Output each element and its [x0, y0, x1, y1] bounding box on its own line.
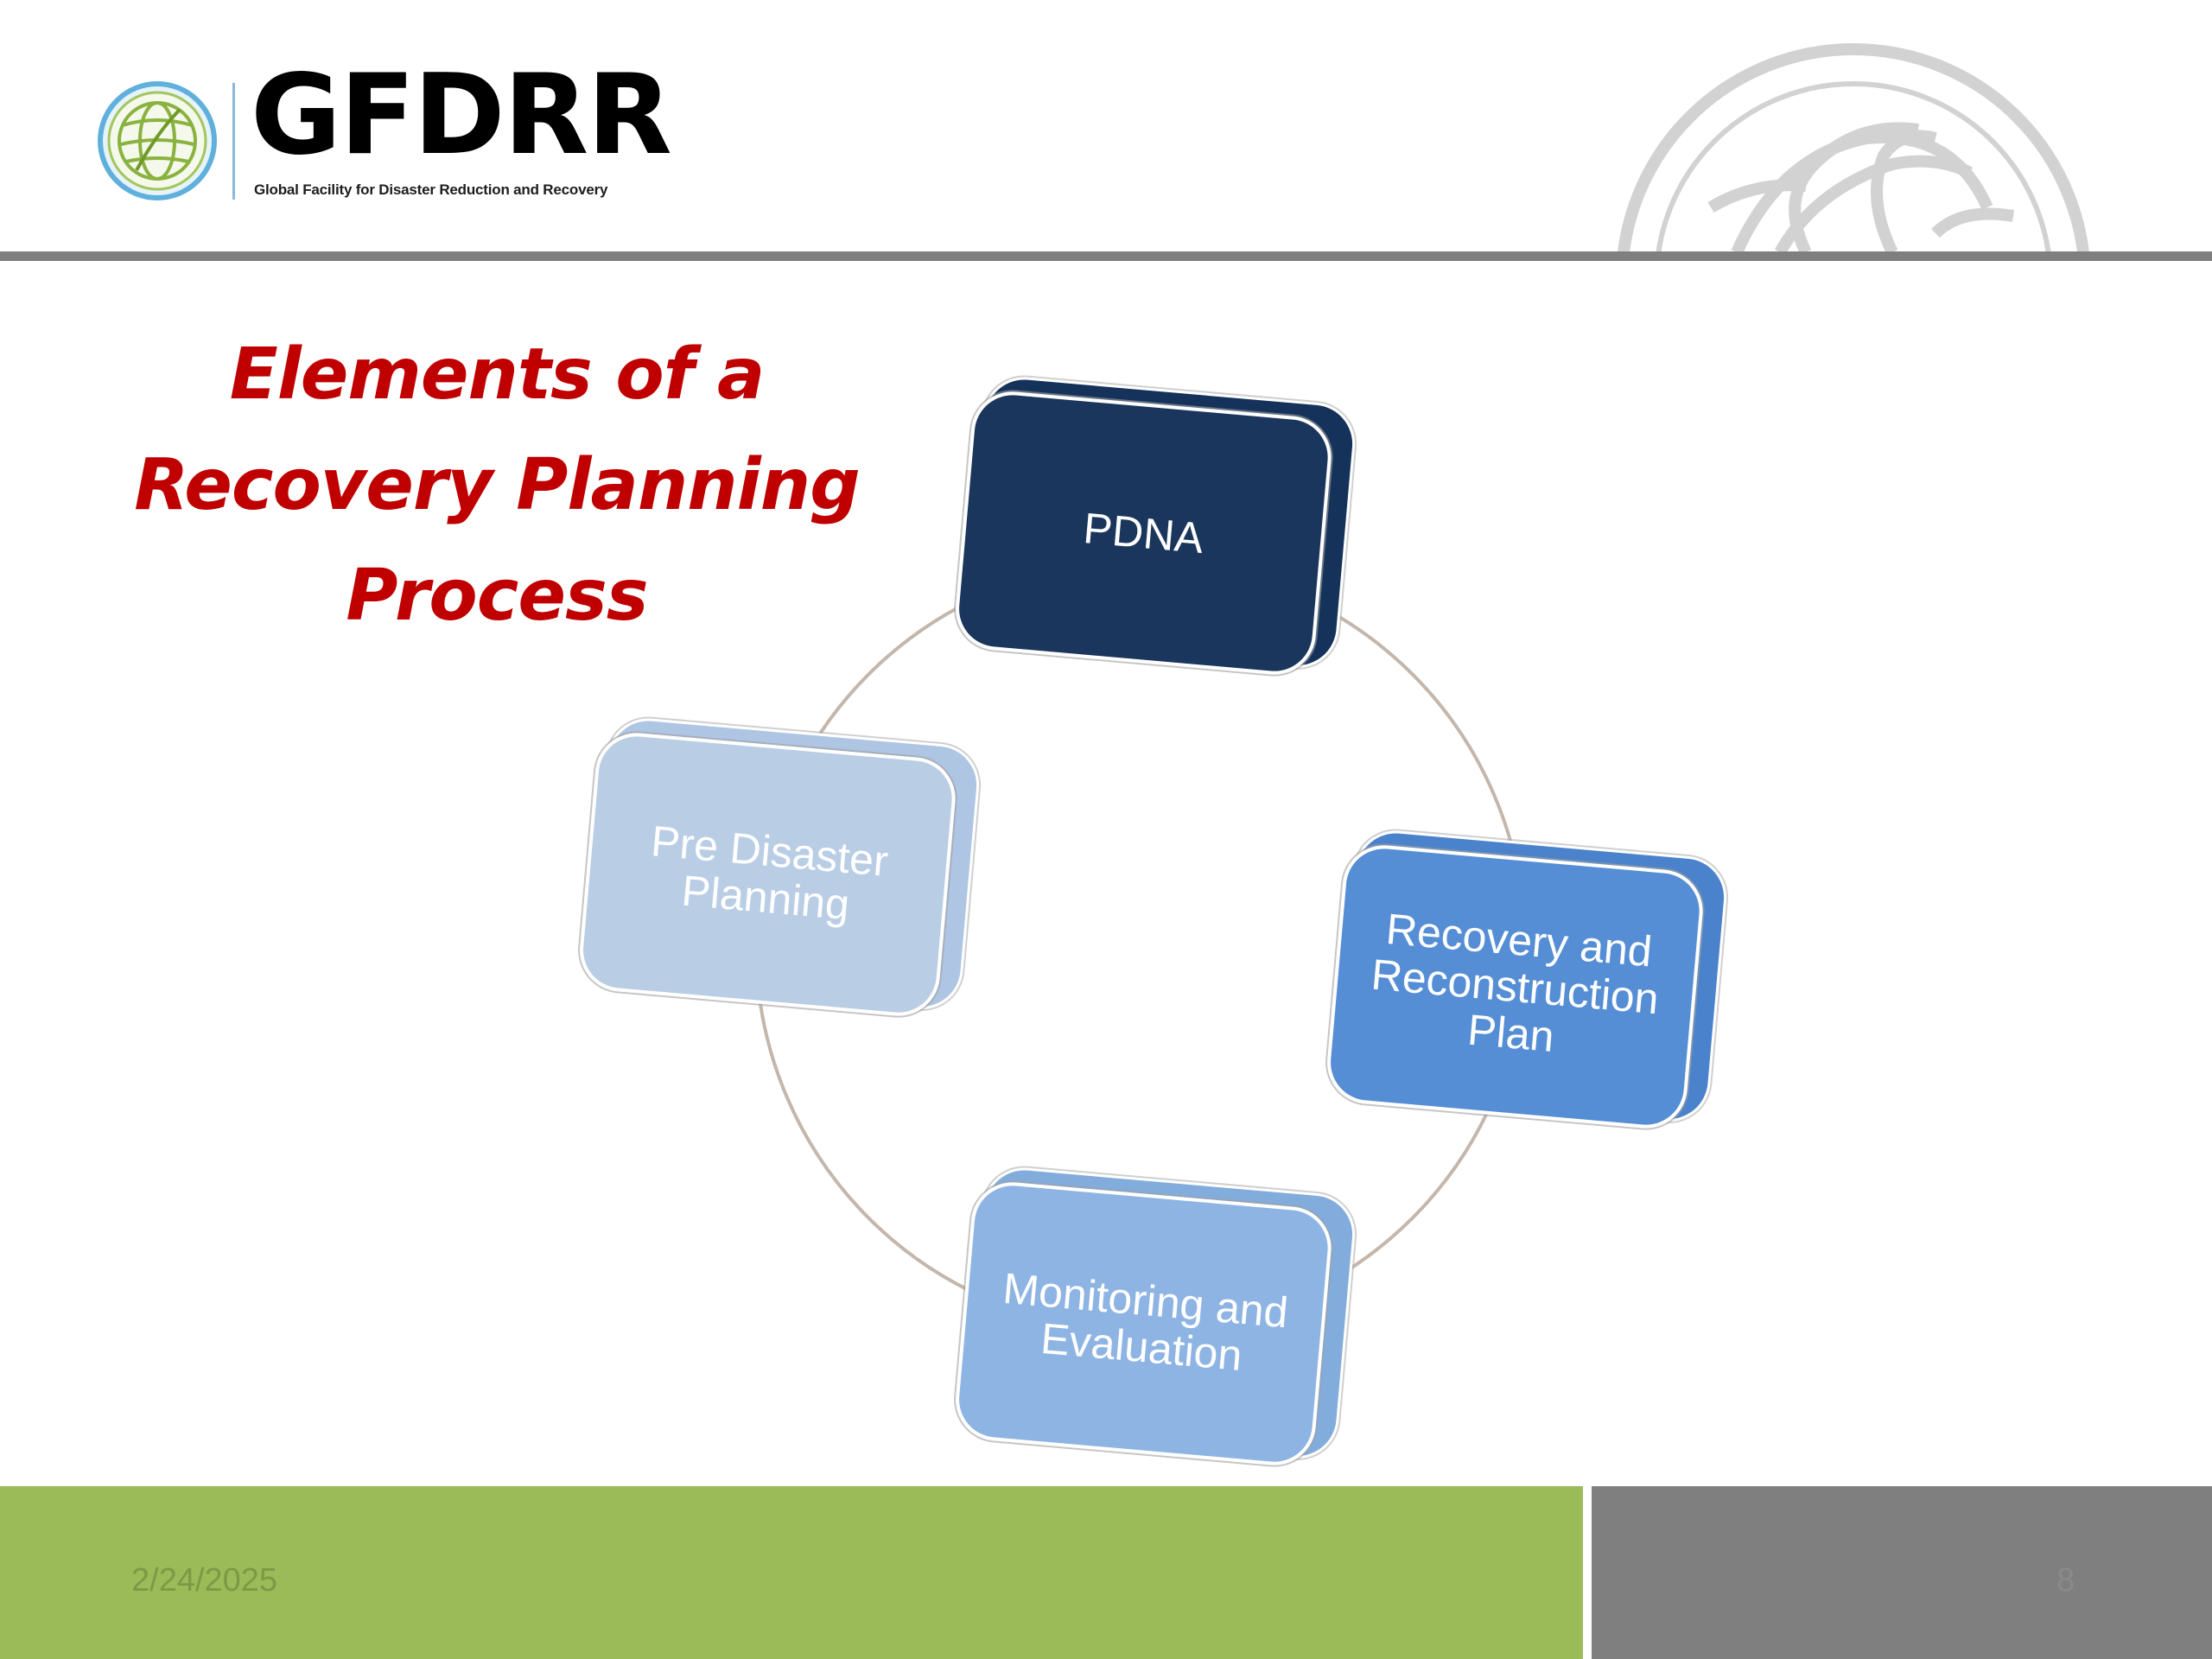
cycle-node-pre-disaster-planning: Pre Disaster Planning	[576, 714, 983, 1022]
world-bank-emblem-icon	[1618, 43, 2089, 252]
node-label: Monitoring and Evaluation	[1001, 1263, 1290, 1380]
footer-date: 2/24/2025	[131, 1562, 278, 1599]
logo-tagline: Global Facility for Disaster Reduction a…	[254, 181, 608, 198]
title-line-1: Elements of a	[229, 334, 766, 416]
cycle-node-recovery-plan: Recovery and Reconstruction Plan	[1324, 826, 1731, 1135]
node-label: Recovery and Reconstruction Plan	[1369, 904, 1661, 1062]
node-front-face: Recovery and Reconstruction Plan	[1324, 842, 1707, 1132]
slide-title: Elements of a Recovery Planning Process	[104, 320, 890, 652]
title-line-3: Process	[346, 555, 648, 637]
node-label: PDNA	[1081, 504, 1205, 563]
node-front-face: PDNA	[952, 388, 1335, 678]
slide-number: 8	[2056, 1562, 2075, 1599]
footer-band-gray	[1592, 1486, 2212, 1659]
gfdrr-logo: GFDRR Global Facility for Disaster Reduc…	[97, 60, 672, 206]
cycle-node-monitoring-evaluation: Monitoring and Evaluation	[952, 1163, 1359, 1471]
title-line-2: Recovery Planning	[134, 444, 861, 526]
footer-band-green	[0, 1486, 1583, 1659]
node-front-face: Monitoring and Evaluation	[952, 1179, 1335, 1469]
header-rule	[0, 251, 2212, 261]
node-label: Pre Disaster Planning	[649, 817, 891, 930]
logo-divider	[232, 83, 235, 200]
node-front-face: Pre Disaster Planning	[576, 729, 959, 1020]
logo-wordmark: GFDRR	[251, 51, 672, 180]
globe-icon	[98, 81, 217, 200]
cycle-node-pdna: PDNA	[952, 372, 1359, 681]
